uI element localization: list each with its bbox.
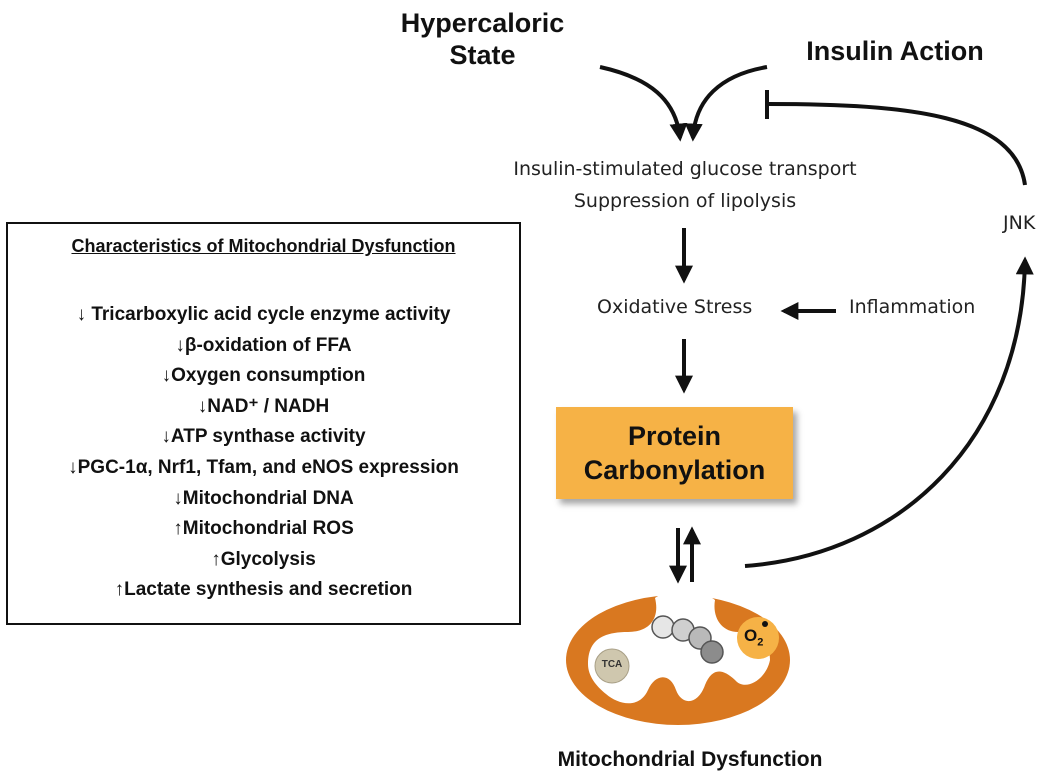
characteristic-item: ↑Lactate synthesis and secretion (114, 579, 413, 601)
o2-label: O2 (744, 626, 763, 648)
arrow-insulin-action (684, 65, 768, 142)
hypercaloric-line2: State (449, 40, 516, 71)
tca-circle (594, 648, 630, 684)
characteristic-item: ↑Glycolysis (211, 548, 316, 570)
o2-subscript: 2 (757, 636, 764, 649)
characteristics-list: ↓ Tricarboxylic acid cycle enzyme activi… (8, 300, 519, 606)
insulin-stimulated-label: Insulin-stimulated glucose transport (513, 158, 857, 180)
arrow-hypercaloric (599, 65, 688, 142)
mitochondrial-dysfunction-label: Mitochondrial Dysfunction (557, 748, 823, 771)
characteristic-item: ↓PGC-1α, Nrf1, Tfam, and eNOS expression (68, 456, 459, 478)
suppression-lipolysis-label: Suppression of lipolysis (573, 190, 797, 212)
etc-complex-4 (700, 640, 724, 664)
o2-text: O (744, 626, 758, 645)
protein-line1: Protein (627, 421, 721, 451)
characteristic-item: ↓NAD⁺ / NADH (197, 395, 330, 417)
characteristic-item: ↑Mitochondrial ROS (173, 518, 354, 540)
arrow-jnk-inhibit (767, 102, 1027, 186)
characteristic-item: ↓Oxygen consumption (161, 365, 366, 387)
protein-carbonylation-box: Protein Carbonylation (556, 407, 793, 499)
characteristic-item: ↓ATP synthase activity (161, 426, 366, 448)
etc-complex-1 (651, 615, 675, 639)
tca-label: TCA (601, 659, 623, 670)
characteristics-box: Characteristics of Mitochondrial Dysfunc… (6, 222, 521, 625)
characteristics-title: Characteristics of Mitochondrial Dysfunc… (71, 236, 456, 256)
characteristic-item: ↓ Tricarboxylic acid cycle enzyme activi… (76, 304, 451, 325)
mitochondrion (566, 591, 790, 725)
insulin-action-label: Insulin Action (806, 36, 984, 66)
arrow-mito-to-jnk (744, 256, 1034, 568)
o2-circle (737, 617, 779, 659)
oxidative-stress-label: Oxidative Stress (597, 296, 753, 318)
characteristic-item: ↓Mitochondrial DNA (173, 487, 354, 509)
inflammation-label: Inflammation (849, 296, 976, 318)
hypercaloric-line1: Hypercaloric (400, 8, 565, 38)
characteristic-item: ↓β-oxidation of FFA (175, 334, 352, 356)
jnk-label: JNK (1003, 212, 1036, 234)
hypercaloric-state-label: Hypercaloric State (395, 7, 570, 72)
protein-line2: Carbonylation (583, 455, 766, 485)
radical-dot-icon (762, 621, 768, 627)
